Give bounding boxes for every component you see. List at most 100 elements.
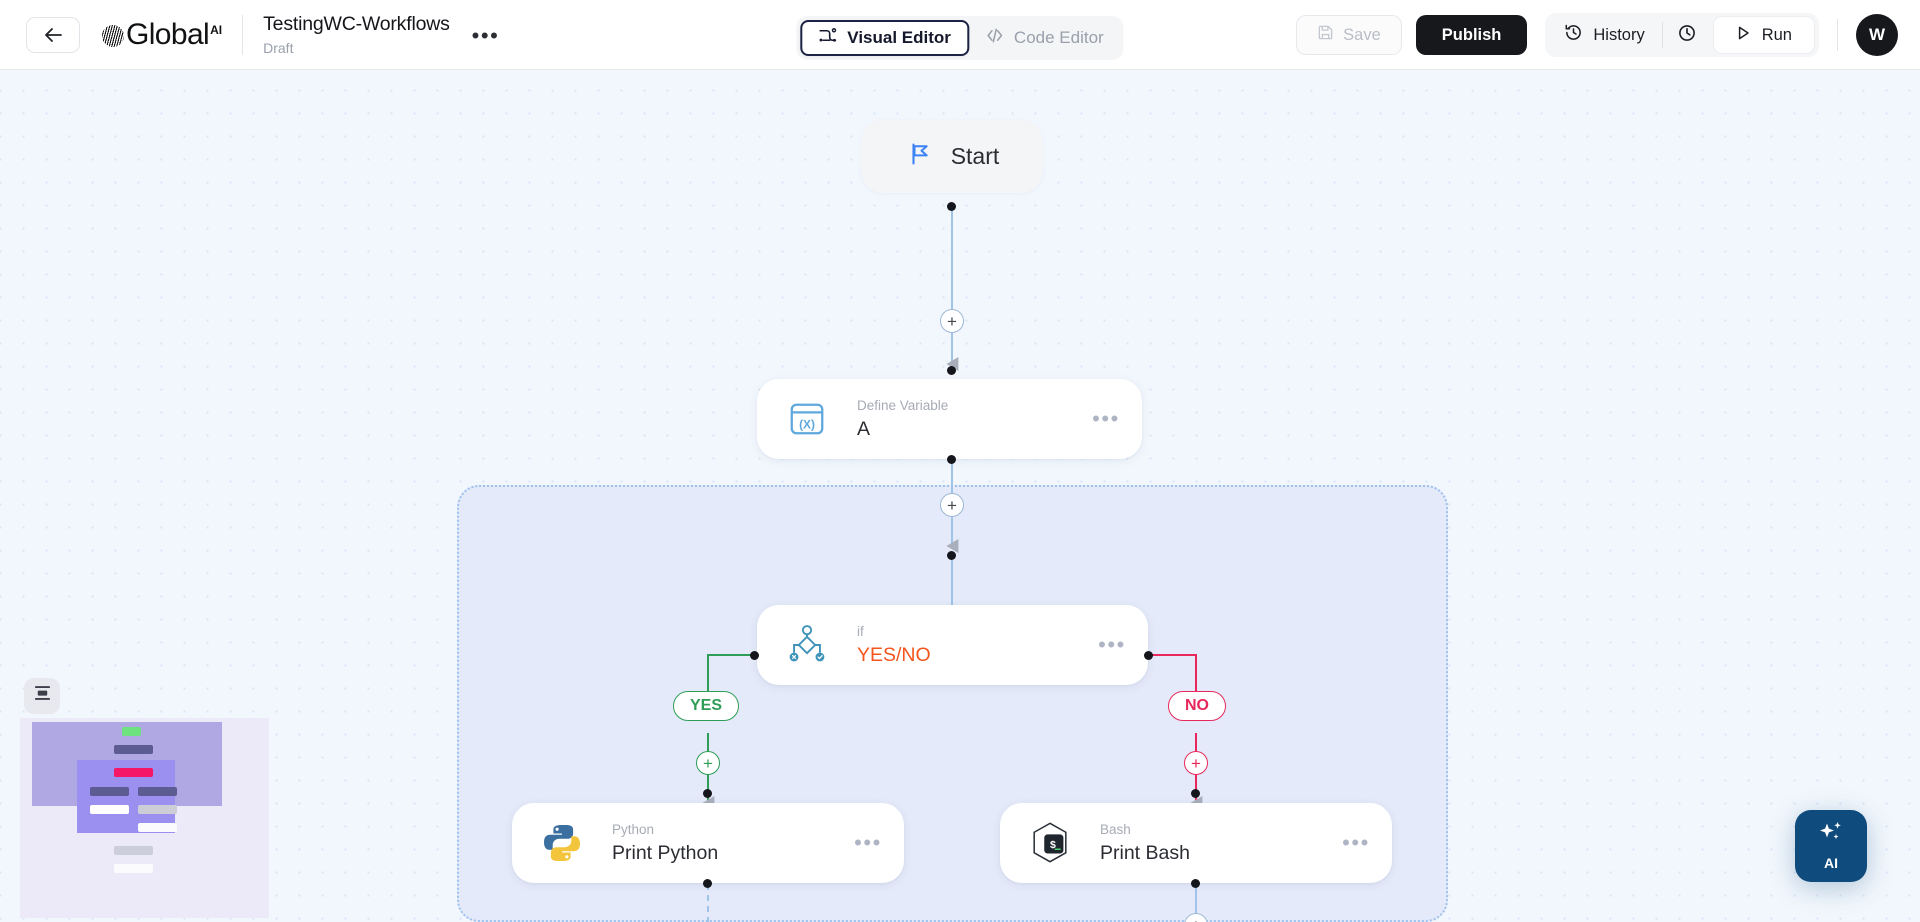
svg-text:(X): (X): [799, 418, 815, 432]
header-divider: [242, 14, 244, 55]
run-button-label: Run: [1761, 25, 1792, 44]
node-menu-button[interactable]: •••: [1098, 632, 1126, 657]
port-if-right: [1144, 651, 1153, 660]
port-bash-out: [1191, 879, 1200, 888]
workflow-icon: [818, 26, 837, 50]
port-variable-in: [947, 366, 956, 375]
node-if-condition[interactable]: if YES/NO •••: [757, 605, 1148, 685]
branch-pill-no-label: NO: [1185, 697, 1209, 714]
node-if-texts: if YES/NO: [857, 623, 931, 668]
run-button[interactable]: Run: [1712, 16, 1815, 54]
node-python[interactable]: Python Print Python •••: [512, 803, 904, 883]
workflow-options-button[interactable]: •••: [471, 22, 500, 48]
node-bash-texts: Bash Print Bash: [1100, 821, 1190, 866]
node-menu-button[interactable]: •••: [854, 830, 882, 855]
minimap[interactable]: [20, 718, 269, 918]
minimap-node-10: [114, 864, 153, 873]
globe-mark-icon: [102, 24, 124, 47]
add-node-button-no[interactable]: +: [1184, 751, 1208, 775]
history-button[interactable]: History: [1549, 17, 1659, 53]
add-node-label: +: [1191, 917, 1201, 922]
save-button-label: Save: [1343, 25, 1381, 44]
decision-diamond-icon: [781, 619, 833, 671]
history-clock-icon: [1564, 23, 1583, 47]
node-define-variable[interactable]: (X) Define Variable A •••: [757, 379, 1142, 459]
port-if-left: [750, 651, 759, 660]
branch-pill-yes[interactable]: YES: [673, 691, 740, 721]
node-bash[interactable]: $ Bash Print Bash •••: [1000, 803, 1392, 883]
back-button[interactable]: [26, 16, 80, 53]
floppy-disk-icon: [1317, 24, 1334, 46]
branch-pill-no[interactable]: NO: [1168, 691, 1226, 721]
port-python-out: [703, 879, 712, 888]
minimap-node-start: [122, 727, 141, 736]
publish-button[interactable]: Publish: [1415, 15, 1528, 55]
brand-superscript: AI: [210, 22, 223, 37]
save-button[interactable]: Save: [1296, 15, 1402, 55]
add-node-label: +: [947, 495, 957, 515]
tab-code-editor[interactable]: Code Editor: [969, 20, 1120, 56]
minimap-node-6: [90, 805, 129, 814]
node-kind-label: Define Variable: [857, 397, 949, 413]
secondary-actions-group: History Run: [1545, 13, 1819, 57]
node-python-texts: Python Print Python: [612, 821, 718, 866]
node-kind-label: Bash: [1100, 821, 1131, 837]
add-node-button-2[interactable]: +: [940, 493, 964, 517]
node-name-label: A: [857, 417, 871, 440]
minimap-node-bash: [138, 787, 177, 796]
tab-visual-editor-label: Visual Editor: [847, 28, 951, 47]
play-icon: [1736, 25, 1751, 46]
arrow-left-icon: [43, 26, 63, 44]
minimap-node-python: [90, 787, 129, 796]
minimap-node-8: [138, 823, 177, 832]
node-start-label: Start: [950, 143, 1000, 169]
actions-divider: [1661, 22, 1663, 48]
avatar-divider: [1837, 19, 1838, 51]
tab-code-editor-label: Code Editor: [1013, 28, 1104, 47]
clock-icon: [1677, 23, 1697, 48]
header-left-group: Global AI TestingWC-Workflows Draft •••: [0, 12, 499, 58]
avatar-initial: W: [1868, 25, 1886, 44]
page-title: TestingWC-Workflows: [263, 12, 450, 35]
bash-terminal-icon: $: [1024, 817, 1076, 869]
publish-button-label: Publish: [1441, 25, 1502, 44]
ai-assistant-button[interactable]: AI: [1795, 810, 1867, 882]
variable-box-icon: (X): [781, 393, 833, 445]
minimap-node-9: [114, 846, 153, 855]
node-kind-label: if: [857, 623, 864, 639]
add-node-label: +: [703, 753, 713, 773]
minimap-node-7: [138, 805, 177, 814]
editor-mode-tabs: Visual Editor Code Editor: [796, 16, 1124, 60]
flag-play-icon: [905, 139, 935, 174]
avatar[interactable]: W: [1856, 14, 1898, 56]
minimap-node-if: [114, 768, 153, 777]
workflow-title-block: TestingWC-Workflows Draft: [263, 12, 450, 58]
port-start-out: [947, 202, 956, 211]
history-button-label: History: [1593, 25, 1645, 44]
port-python-in: [703, 789, 712, 798]
brand-logo: Global AI: [102, 18, 222, 52]
port-bash-in: [1191, 789, 1200, 798]
python-logo-icon: [536, 817, 588, 869]
status-badge: Draft: [263, 39, 294, 56]
sparkles-icon: [1816, 821, 1846, 852]
node-define-variable-texts: Define Variable A: [857, 397, 948, 442]
add-node-button-yes[interactable]: +: [696, 751, 720, 775]
app-header: Global AI TestingWC-Workflows Draft ••• …: [0, 0, 1920, 70]
port-variable-out: [947, 455, 956, 464]
minimap-node-variable: [114, 745, 153, 754]
brand-name: Global: [126, 17, 210, 51]
svg-text:$: $: [1050, 839, 1056, 851]
add-node-button-1[interactable]: +: [940, 309, 964, 333]
schedule-button[interactable]: [1665, 17, 1709, 53]
ai-assistant-label: AI: [1824, 855, 1838, 871]
tab-visual-editor[interactable]: Visual Editor: [800, 20, 969, 56]
header-actions: Save Publish History: [1296, 0, 1898, 70]
add-node-label: +: [1191, 753, 1201, 773]
workflow-canvas[interactable]: Start + (X) Define Variable A ••• +: [0, 70, 1920, 922]
node-menu-button[interactable]: •••: [1092, 406, 1120, 431]
node-start[interactable]: Start: [861, 120, 1043, 193]
node-kind-label: Python: [612, 821, 655, 837]
minimap-toggle-button[interactable]: [24, 678, 60, 714]
node-menu-button[interactable]: •••: [1342, 830, 1370, 855]
